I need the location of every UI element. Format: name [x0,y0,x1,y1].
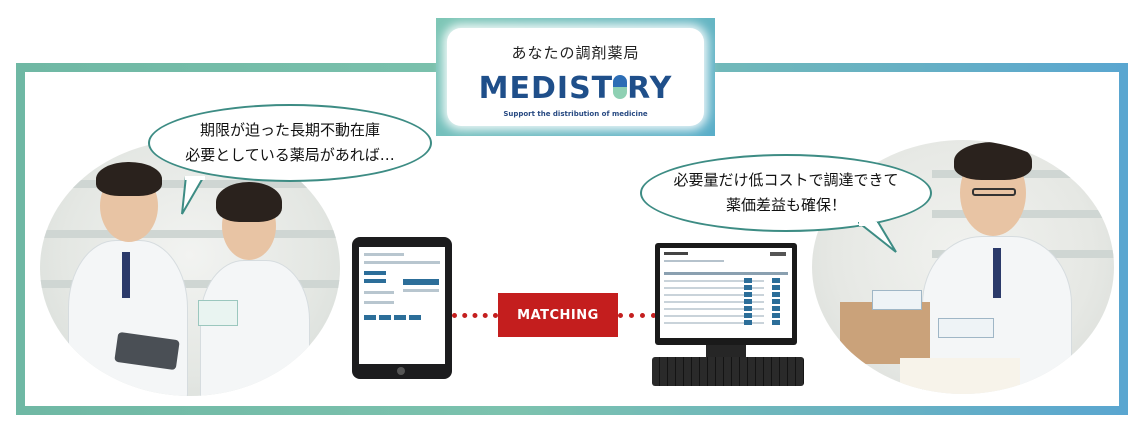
right-connector-dots [618,313,656,318]
right-speech-bubble: 必要量だけ低コストで調達できて 薬価差益も確保！ [640,154,932,232]
left-bubble-tail [181,176,206,215]
matching-label-box: MATCHING [498,293,618,337]
right-bubble-tail [858,222,897,253]
logo-wordmark: MEDIST RY [447,71,704,106]
desktop-monitor-icon [655,243,797,345]
right-bubble-line-1: 必要量だけ低コストで調達できて [673,171,899,189]
left-connector-dots [452,313,498,318]
monitor-stand [706,345,746,357]
logo-tagline: あなたの調剤薬局 [511,44,640,62]
tablet-home-button [397,367,405,375]
desktop-app-table [664,252,788,325]
right-bubble-line-2: 薬価差益も確保！ [725,196,846,214]
left-pharmacists-photo [40,140,340,396]
tablet-app-screen [359,247,445,364]
left-speech-bubble: 期限が迫った長期不動在庫 必要としている薬局があれば… [148,104,432,182]
left-bubble-line-2: 必要としている薬局があれば… [185,146,395,164]
logo-word-part-1: MEDIST [478,71,614,106]
capsule-icon [613,75,628,99]
logo-subtitle: Support the distribution of medicine [503,110,648,118]
medistry-logo-card: あなたの調剤薬局 MEDIST RY Support the distributi… [436,18,715,136]
left-bubble-line-1: 期限が迫った長期不動在庫 [199,121,380,139]
keyboard-icon [652,357,804,386]
tablet-device-icon [352,237,452,379]
logo-word-part-2: RY [627,71,673,106]
desktop-app-screen [660,248,792,338]
logo-panel: あなたの調剤薬局 MEDIST RY Support the distributi… [447,28,704,126]
